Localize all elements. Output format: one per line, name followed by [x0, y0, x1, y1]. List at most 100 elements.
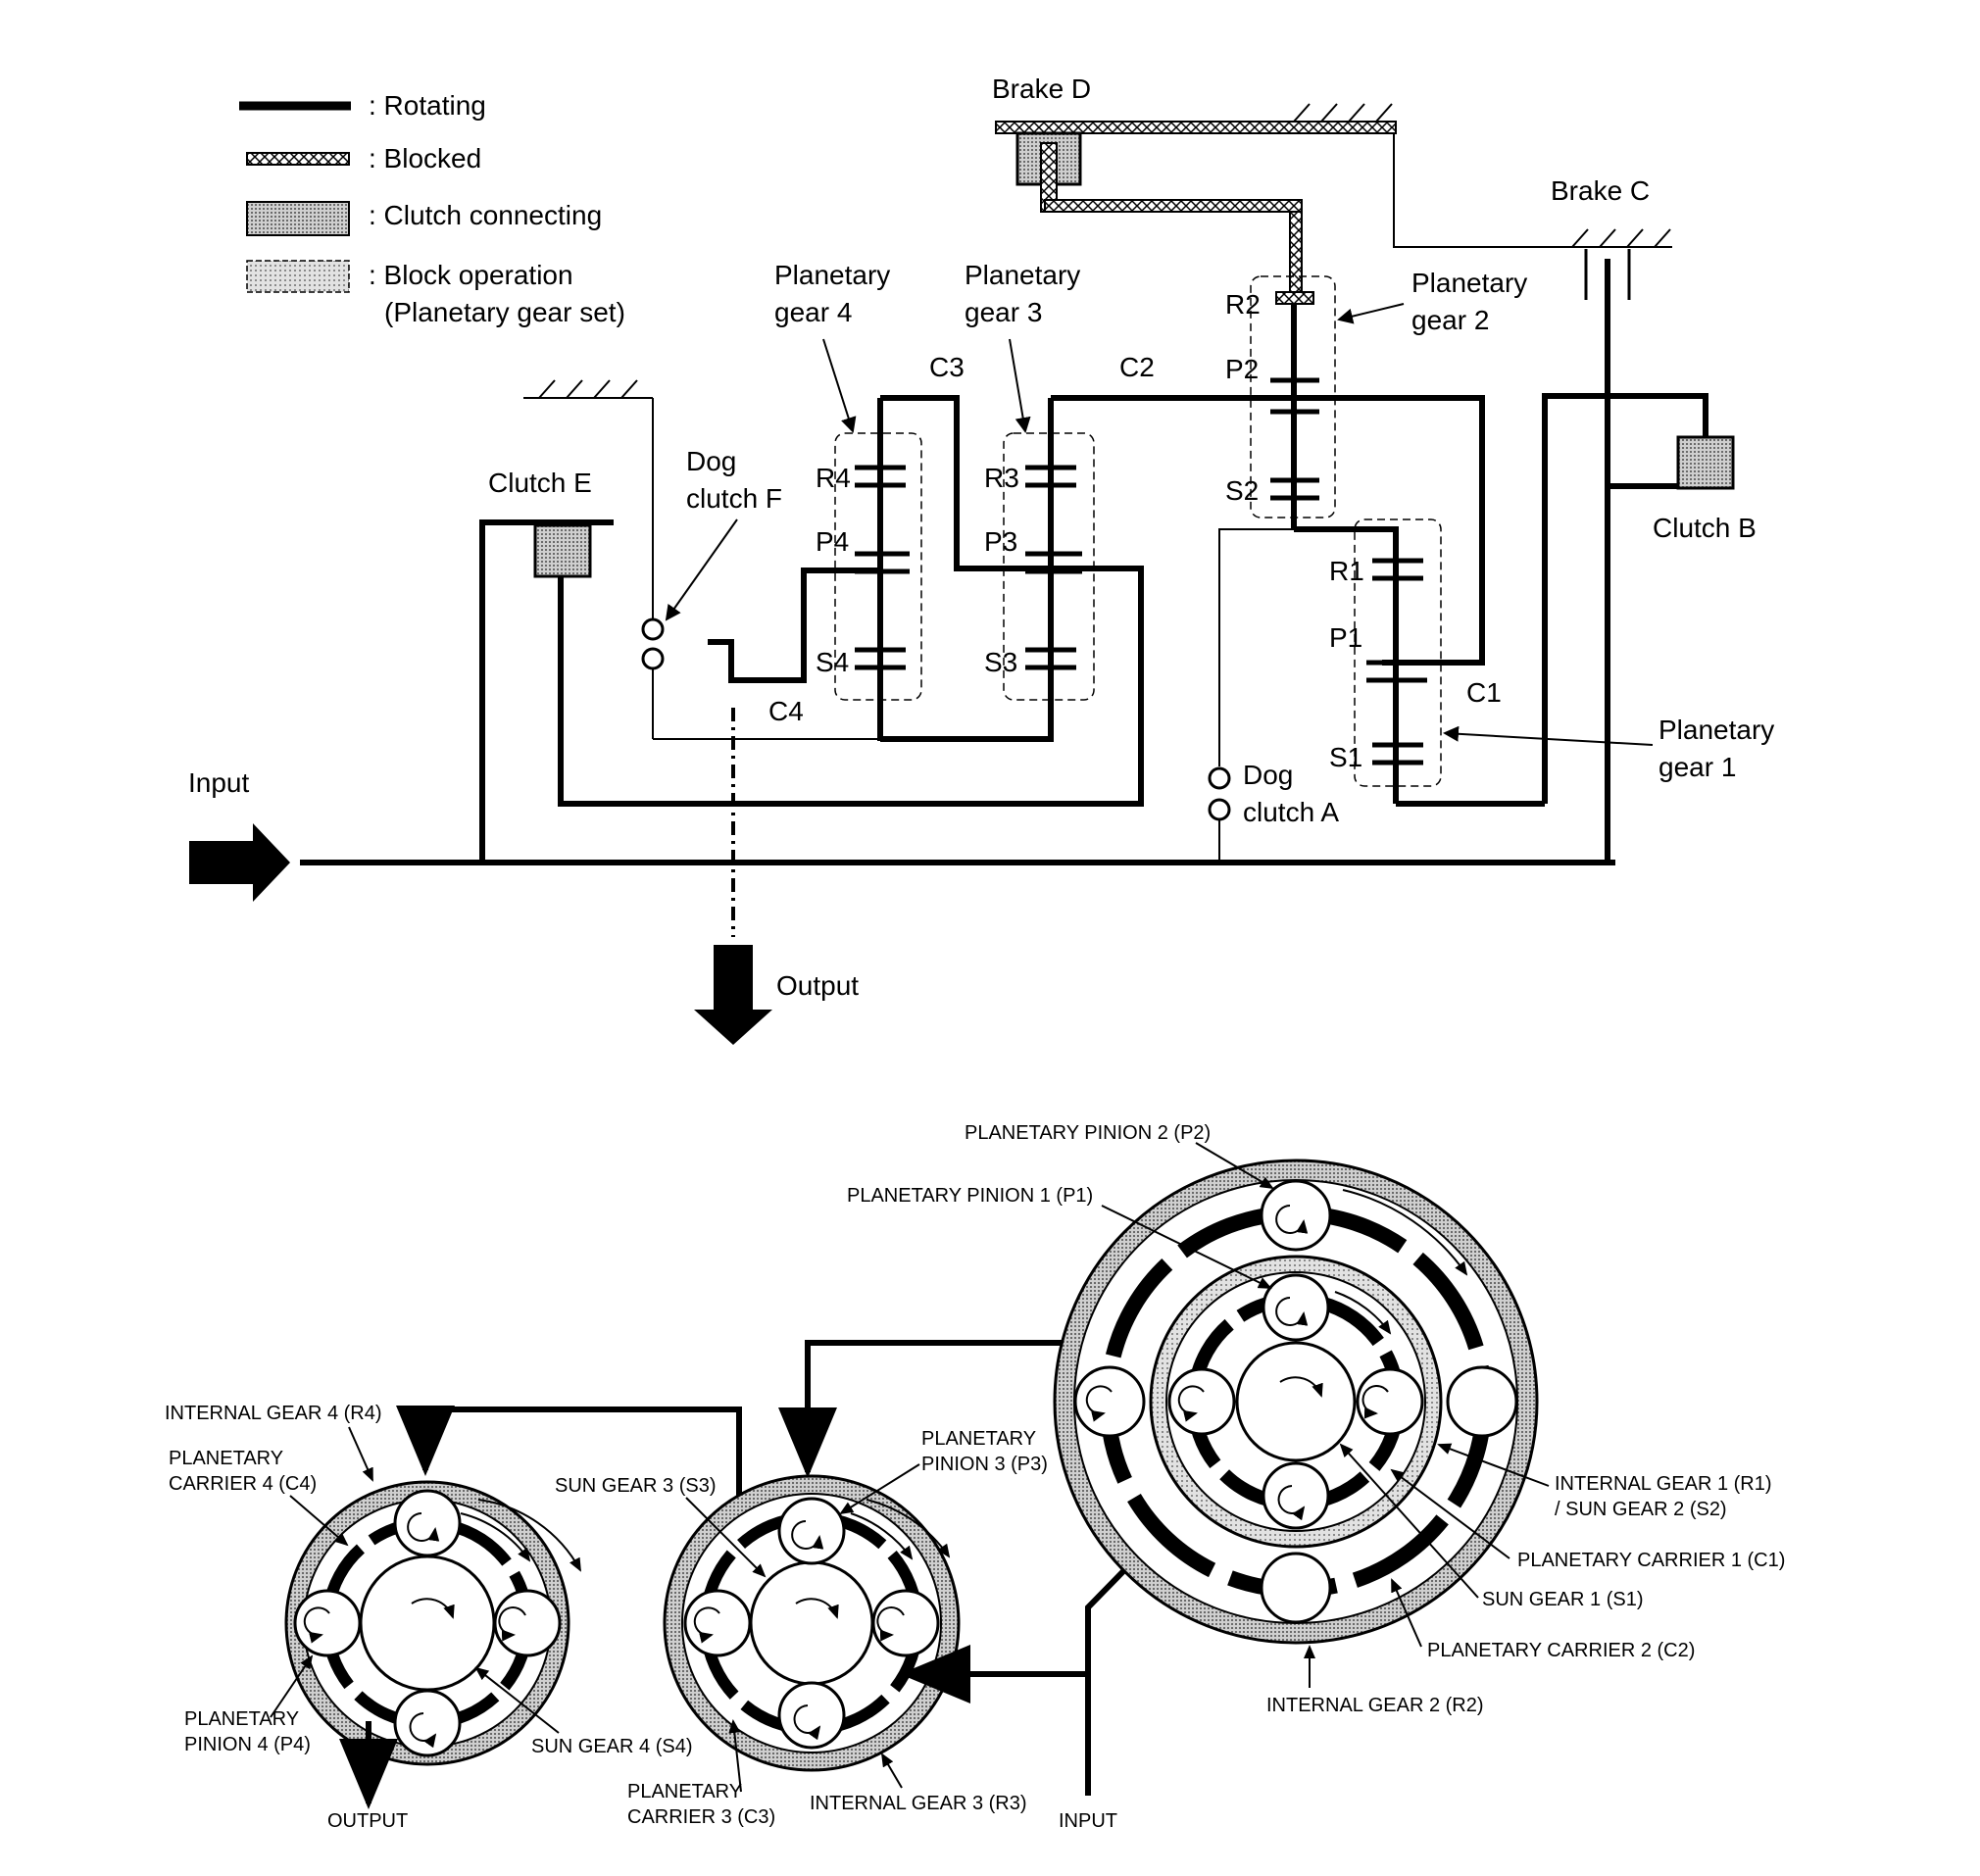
- sun-gear-1-label: SUN GEAR 1 (S1): [1482, 1589, 1643, 1610]
- pg3-label-2: gear 3: [965, 297, 1042, 327]
- s4-label: S4: [816, 647, 849, 677]
- output-bottom-label: OUTPUT: [327, 1810, 408, 1832]
- sun-gear-3: [749, 1560, 874, 1686]
- planetary-carrier-4-label-2: CARRIER 4 (C4): [169, 1473, 317, 1495]
- c3-label: C3: [929, 352, 965, 382]
- planetary-pinion-4-bottom: [393, 1689, 462, 1757]
- clutch-e-output: [558, 566, 1144, 807]
- planetary-pinion-1-top: [1262, 1273, 1330, 1342]
- dog-clutch-a-label-1: Dog: [1243, 760, 1293, 790]
- dog-clutch-f-label-2: clutch F: [686, 483, 782, 514]
- planetary-pinion-3-label-2: PINION 3 (P3): [921, 1454, 1048, 1475]
- p3-label: P3: [984, 526, 1017, 557]
- dog-clutch-a-bottom: [1208, 798, 1231, 821]
- planetary-carrier-2-label: PLANETARY CARRIER 2 (C2): [1427, 1640, 1695, 1661]
- planetary-pinion-2-label: PLANETARY PINION 2 (P2): [965, 1122, 1211, 1144]
- legend-clutch-label: : Clutch connecting: [369, 200, 602, 230]
- brake-c-ground-hatch: [1571, 228, 1671, 248]
- r1-label: R1: [1329, 556, 1364, 586]
- internal-gear-2-label: INTERNAL GEAR 2 (R2): [1266, 1695, 1484, 1716]
- clutch-b-drum: [1542, 393, 1708, 804]
- planetary-pinion-2-left: [1073, 1365, 1146, 1438]
- planetary-pinion-2-top: [1260, 1179, 1332, 1252]
- pg4-label-2: gear 4: [774, 297, 852, 327]
- planetary-pinion-4-right: [493, 1589, 562, 1657]
- brake-d-ground-hatch: [1293, 103, 1393, 123]
- brake-c-label: Brake C: [1551, 175, 1650, 206]
- clutch-e-drum: [479, 519, 614, 863]
- pg2-label-2: gear 2: [1411, 305, 1489, 335]
- pg1-label-1: Planetary: [1658, 715, 1774, 745]
- planetary-carrier-3-label-1: PLANETARY: [627, 1781, 742, 1802]
- internal-gear-1-label-2: / SUN GEAR 2 (S2): [1555, 1499, 1727, 1520]
- planetary-carrier-1-label: PLANETARY CARRIER 1 (C1): [1517, 1550, 1785, 1571]
- s2-label: S2: [1225, 475, 1259, 506]
- gear-set-4: [284, 1406, 742, 1809]
- planetary-pinion-1-right: [1356, 1367, 1424, 1436]
- planetary-pinion-2-bottom: [1260, 1552, 1332, 1624]
- sun-gear-4: [359, 1555, 496, 1692]
- pg1-teeth: [1366, 558, 1427, 765]
- pg3-teeth: [1025, 465, 1082, 670]
- planetary-pinion-4-top: [393, 1489, 462, 1557]
- legend-block-op-sub: (Planetary gear set): [384, 297, 625, 327]
- clutch-e-label: Clutch E: [488, 468, 592, 498]
- p2-label: P2: [1225, 354, 1259, 384]
- c1-label: C1: [1466, 677, 1502, 708]
- dog-clutch-a-top: [1208, 766, 1231, 790]
- planetary-pinion-1-label: PLANETARY PINION 1 (P1): [847, 1185, 1093, 1207]
- legend-block-op-label: : Block operation: [369, 260, 573, 290]
- sun-link-s4-s3: [880, 568, 1054, 742]
- gear-illustration: INTERNAL GEAR 4 (R4) PLANETARY CARRIER 4…: [165, 1122, 1785, 1832]
- input-arrow: [189, 823, 290, 902]
- pg4-label-1: Planetary: [774, 260, 890, 290]
- pg1-block-box: [1354, 518, 1442, 787]
- planetary-pinion-3-bottom: [777, 1681, 846, 1750]
- dog-clutch-f-label-1: Dog: [686, 446, 736, 476]
- s1-label: S1: [1329, 742, 1362, 772]
- clutch-b-plate: [1676, 435, 1735, 490]
- input-bottom-label: INPUT: [1059, 1810, 1117, 1832]
- legend-blocked-label: : Blocked: [369, 143, 481, 173]
- sun-gear-3-label: SUN GEAR 3 (S3): [555, 1475, 716, 1497]
- brake-d-ground-bar: [995, 121, 1397, 134]
- p4-label: P4: [816, 526, 849, 557]
- clutch-b-label: Clutch B: [1653, 513, 1757, 543]
- clutch-e-plate: [533, 523, 592, 578]
- dog-clutch-f-bottom: [641, 647, 665, 670]
- brake-d-label: Brake D: [992, 74, 1091, 104]
- pg4-teeth: [855, 465, 910, 670]
- r4-label: R4: [816, 463, 851, 493]
- gear-set-1-2: [1053, 1159, 1539, 1645]
- r2-label: R2: [1225, 289, 1261, 320]
- s3-label: S3: [984, 647, 1017, 677]
- output-arrow: [694, 945, 772, 1045]
- carrier-c4: [708, 568, 882, 683]
- pg1-label-2: gear 1: [1658, 752, 1736, 782]
- legend-blocked-swatch: [246, 152, 350, 166]
- planetary-carrier-3-label-2: CARRIER 3 (C3): [627, 1806, 775, 1828]
- brake-d-link: [1044, 199, 1303, 213]
- planetary-pinion-1-bottom: [1262, 1461, 1330, 1530]
- legend-block-op-swatch: [246, 260, 350, 293]
- planetary-pinion-3-label-1: PLANETARY: [921, 1428, 1036, 1450]
- pg2-label-1: Planetary: [1411, 268, 1527, 298]
- internal-gear-1-label-1: INTERNAL GEAR 1 (R1): [1555, 1473, 1772, 1495]
- p1-label: P1: [1329, 622, 1362, 653]
- output-label: Output: [776, 970, 859, 1001]
- ground-f-hatch: [538, 379, 638, 399]
- internal-gear-3-label: INTERNAL GEAR 3 (R3): [810, 1793, 1027, 1814]
- c4-label: C4: [768, 696, 804, 726]
- pg2-teeth: [1270, 377, 1319, 501]
- pg3-label-1: Planetary: [965, 260, 1080, 290]
- input-label: Input: [188, 767, 249, 798]
- brake-c-housing: [1393, 133, 1672, 248]
- r3-label: R3: [984, 463, 1019, 493]
- legend-rotating-label: : Rotating: [369, 90, 486, 121]
- planetary-pinion-4-label-2: PINION 4 (P4): [184, 1734, 311, 1755]
- planetary-pinion-4-label-1: PLANETARY: [184, 1708, 299, 1730]
- sun-gear-1: [1235, 1341, 1357, 1462]
- dog-clutch-a-link: [1218, 528, 1294, 766]
- planetary-pinion-3-top: [777, 1497, 846, 1565]
